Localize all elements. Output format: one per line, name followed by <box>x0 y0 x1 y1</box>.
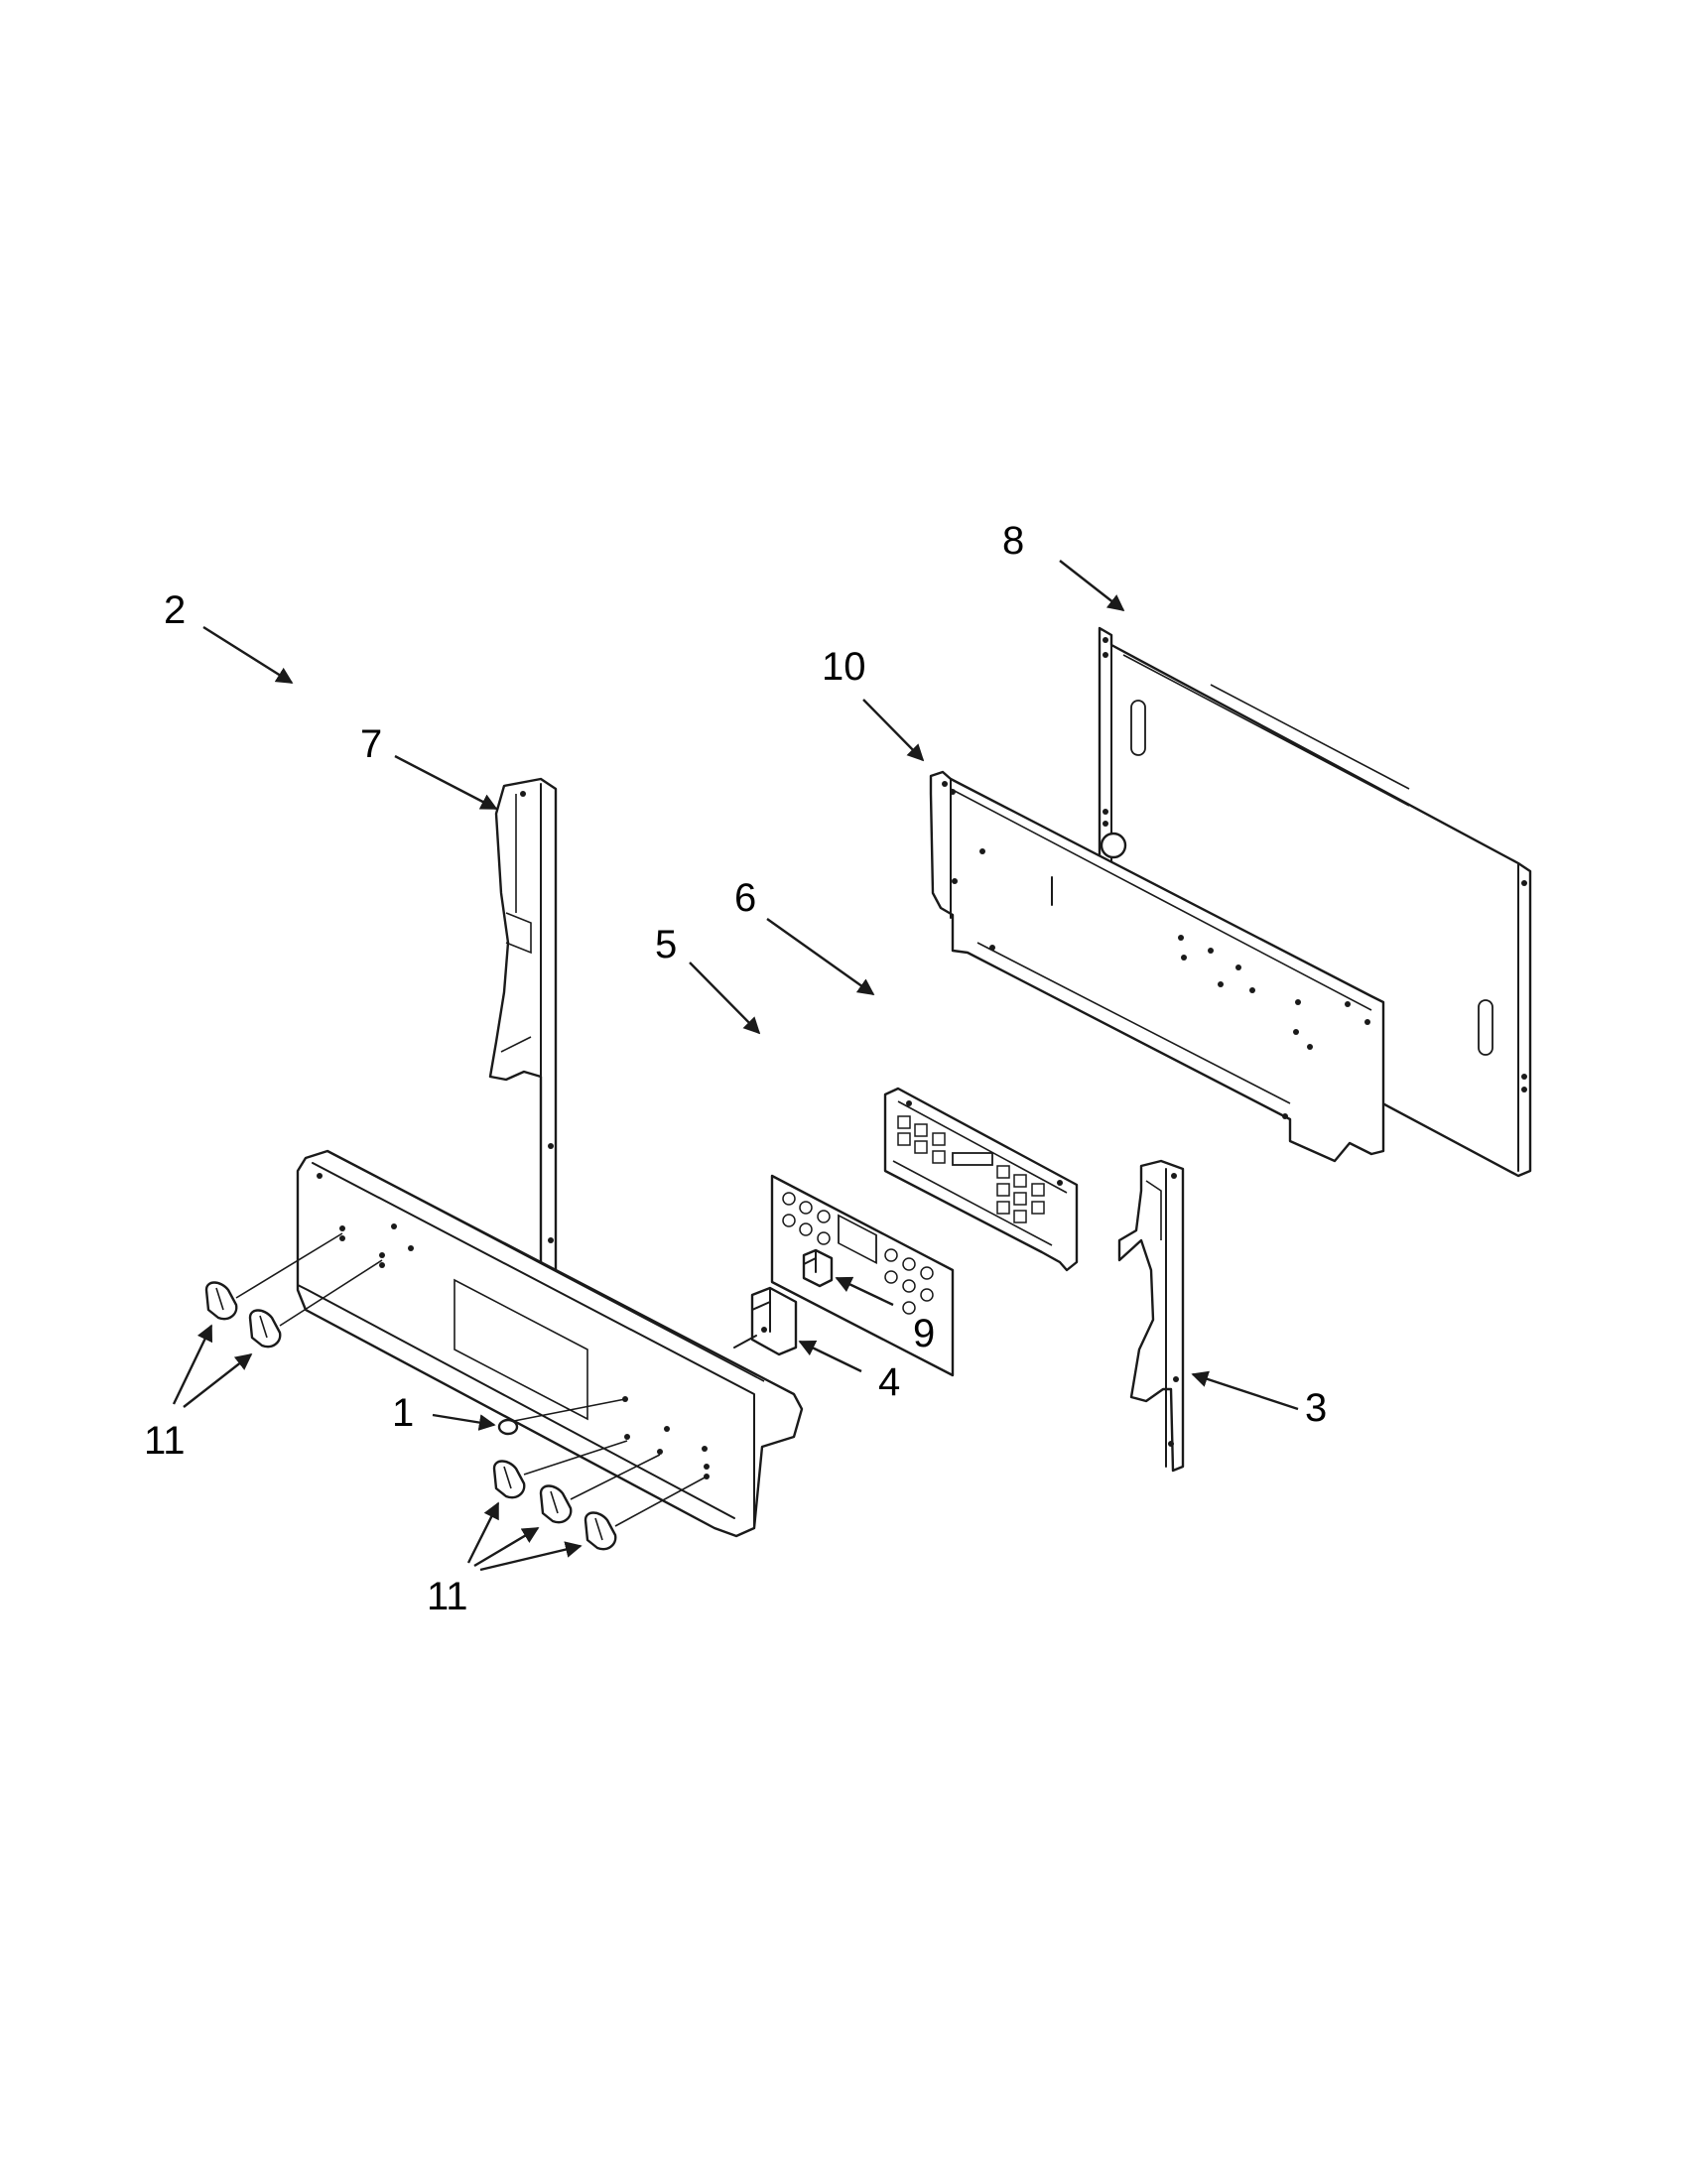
part-2-control-console <box>296 1149 804 1538</box>
callout-11-left: 11 <box>144 1419 186 1463</box>
part-5-keypad-overlay <box>770 1174 955 1377</box>
callout-9: 9 <box>913 1312 935 1355</box>
leader-9 <box>835 1276 894 1307</box>
part-7-left-side-trim <box>488 777 558 1317</box>
callout-11-bottom: 11 <box>427 1575 468 1618</box>
leader-11a-1 <box>172 1324 213 1405</box>
leader-2 <box>202 625 294 685</box>
part-8-rear-vent-panel <box>1098 626 1532 1178</box>
part-11-knobs-bottom <box>492 1440 708 1551</box>
part-1-indicator <box>497 1398 626 1436</box>
knob <box>248 1259 383 1349</box>
callout-5: 5 <box>655 923 677 966</box>
part-6-control-board <box>883 1087 1079 1272</box>
callout-labels: 8 10 7 6 5 2 9 4 3 1 11 11 <box>144 519 1327 1618</box>
leader-11b-3 <box>479 1541 583 1572</box>
callout-8: 8 <box>1002 519 1024 563</box>
part-4-switch <box>733 1286 798 1356</box>
leader-8 <box>1059 560 1125 612</box>
leader-1 <box>432 1413 496 1431</box>
leader-4 <box>798 1340 862 1373</box>
callout-7: 7 <box>360 722 382 766</box>
part-9-clip <box>802 1248 834 1288</box>
leader-10 <box>862 699 925 762</box>
part-3-right-side-trim <box>1117 1159 1185 1473</box>
leader-arrows <box>172 560 1299 1572</box>
knob <box>204 1232 343 1321</box>
callout-6: 6 <box>734 876 756 920</box>
leader-5 <box>689 962 761 1035</box>
leader-11b-1 <box>466 1501 500 1564</box>
knob <box>492 1440 628 1499</box>
leader-3 <box>1191 1370 1299 1411</box>
callout-4: 4 <box>878 1360 900 1404</box>
leader-11a-2 <box>183 1352 253 1408</box>
leader-7 <box>394 754 498 811</box>
leader-11b-2 <box>473 1526 540 1568</box>
callout-10: 10 <box>822 645 866 689</box>
part-10-control-bracket <box>929 770 1385 1163</box>
part-11-knobs-left <box>204 1232 383 1349</box>
knob <box>584 1476 708 1551</box>
knob <box>539 1454 661 1524</box>
callout-1: 1 <box>392 1391 414 1435</box>
leader-6 <box>766 918 875 995</box>
callout-3: 3 <box>1305 1386 1327 1430</box>
callout-2: 2 <box>164 588 186 632</box>
